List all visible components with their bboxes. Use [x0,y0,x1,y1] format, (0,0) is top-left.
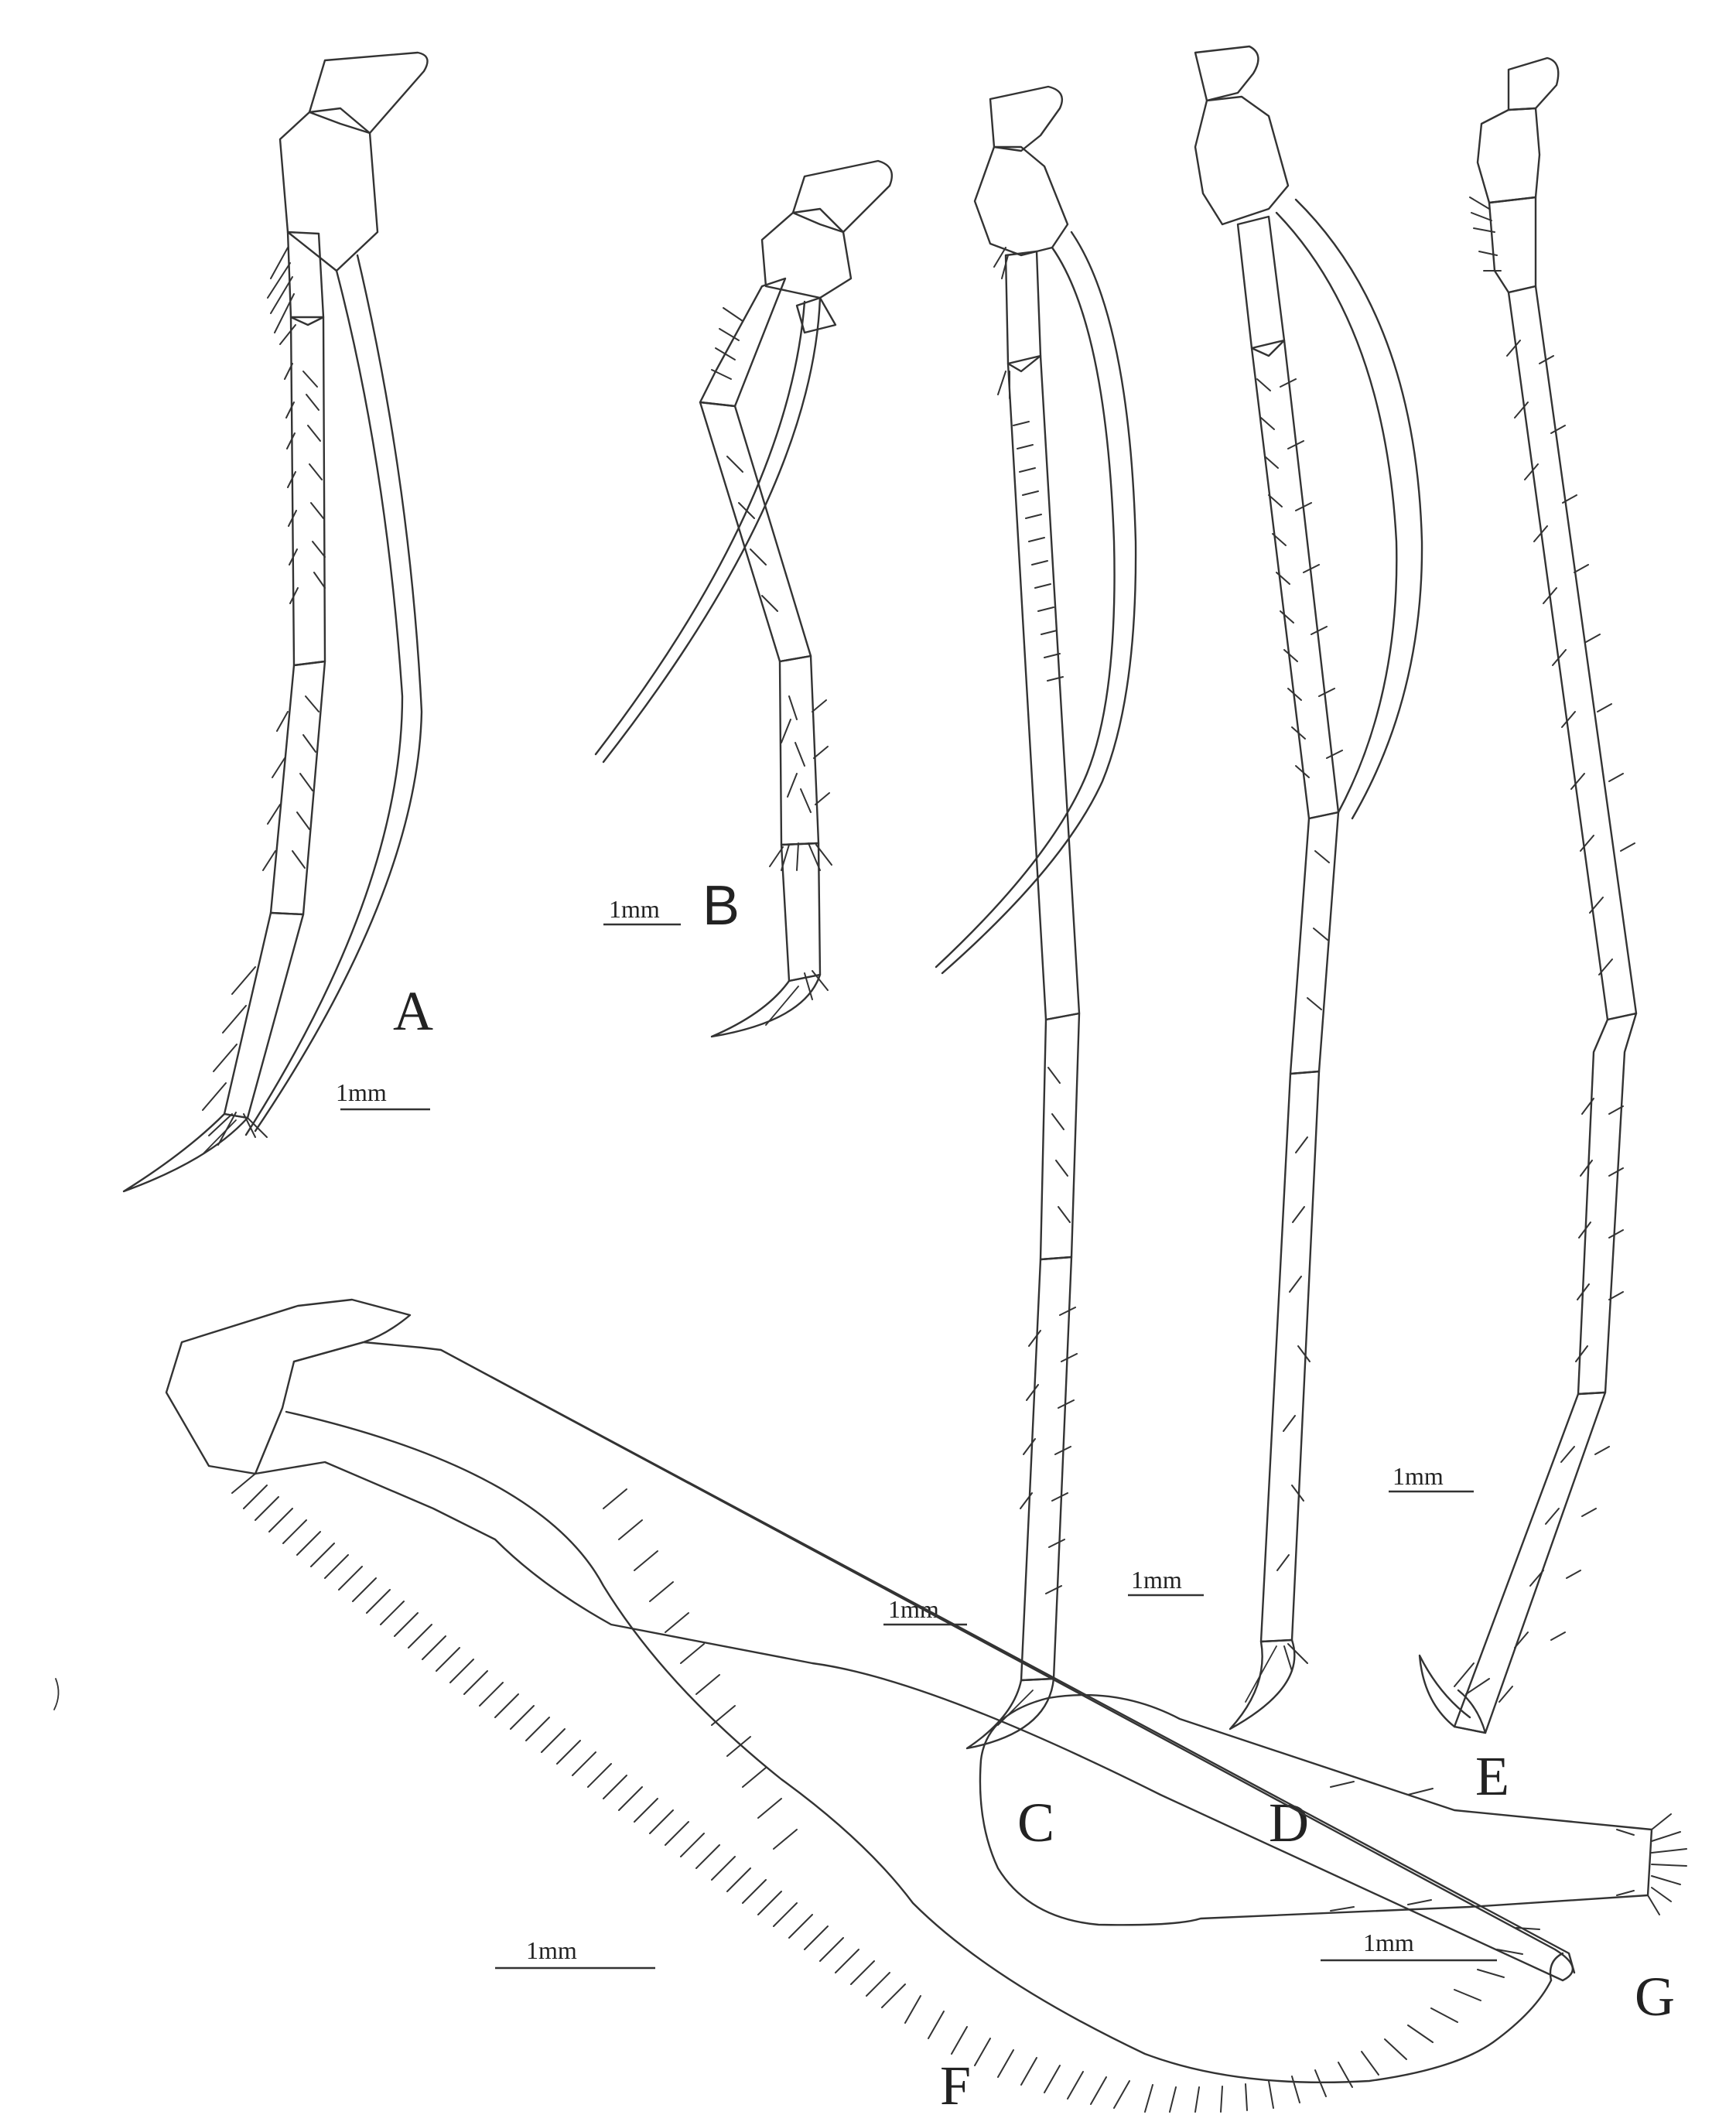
panel-a-label: A [393,980,433,1042]
panel-g-drawing: G 1mm [979,1693,1687,2028]
panel-c-scale-text: 1mm [888,1595,939,1623]
panel-b-drawing: B 1mm [594,159,894,1038]
panel-a-leg [122,51,429,1193]
panel-d-scale-text: 1mm [1131,1566,1182,1594]
panel-b-leg [594,159,894,1038]
panel-e-scale-text: 1mm [1393,1462,1444,1490]
panel-d-drawing: D 1mm [1128,45,1423,1854]
panel-g-scale-text: 1mm [1363,1929,1414,1956]
panel-g-label: G [1635,1966,1675,2028]
panel-a-scale-text: 1mm [336,1078,387,1106]
panel-b-label: B [702,875,740,937]
panel-c-leg [935,85,1137,1750]
panel-e-label: E [1475,1745,1509,1807]
panel-a-drawing: A 1mm [122,51,433,1193]
stray-mark [53,1678,60,1710]
panel-d-leg [1194,45,1423,1731]
panel-c-drawing: C 1mm [883,85,1137,1854]
panel-f-drawing: F 1mm [165,1298,1576,2115]
panel-g-uropod [979,1693,1687,1926]
panel-d-label: D [1269,1792,1309,1854]
panel-c-label: C [1017,1792,1054,1854]
panel-f-appendage [165,1298,1576,2113]
panel-e-leg [1418,56,1638,1734]
panel-b-scale-text: 1mm [609,895,660,923]
panel-f-label: F [940,2055,971,2115]
panel-f-scale-text: 1mm [526,1936,577,1964]
panel-e-drawing: E 1mm [1389,56,1638,1807]
